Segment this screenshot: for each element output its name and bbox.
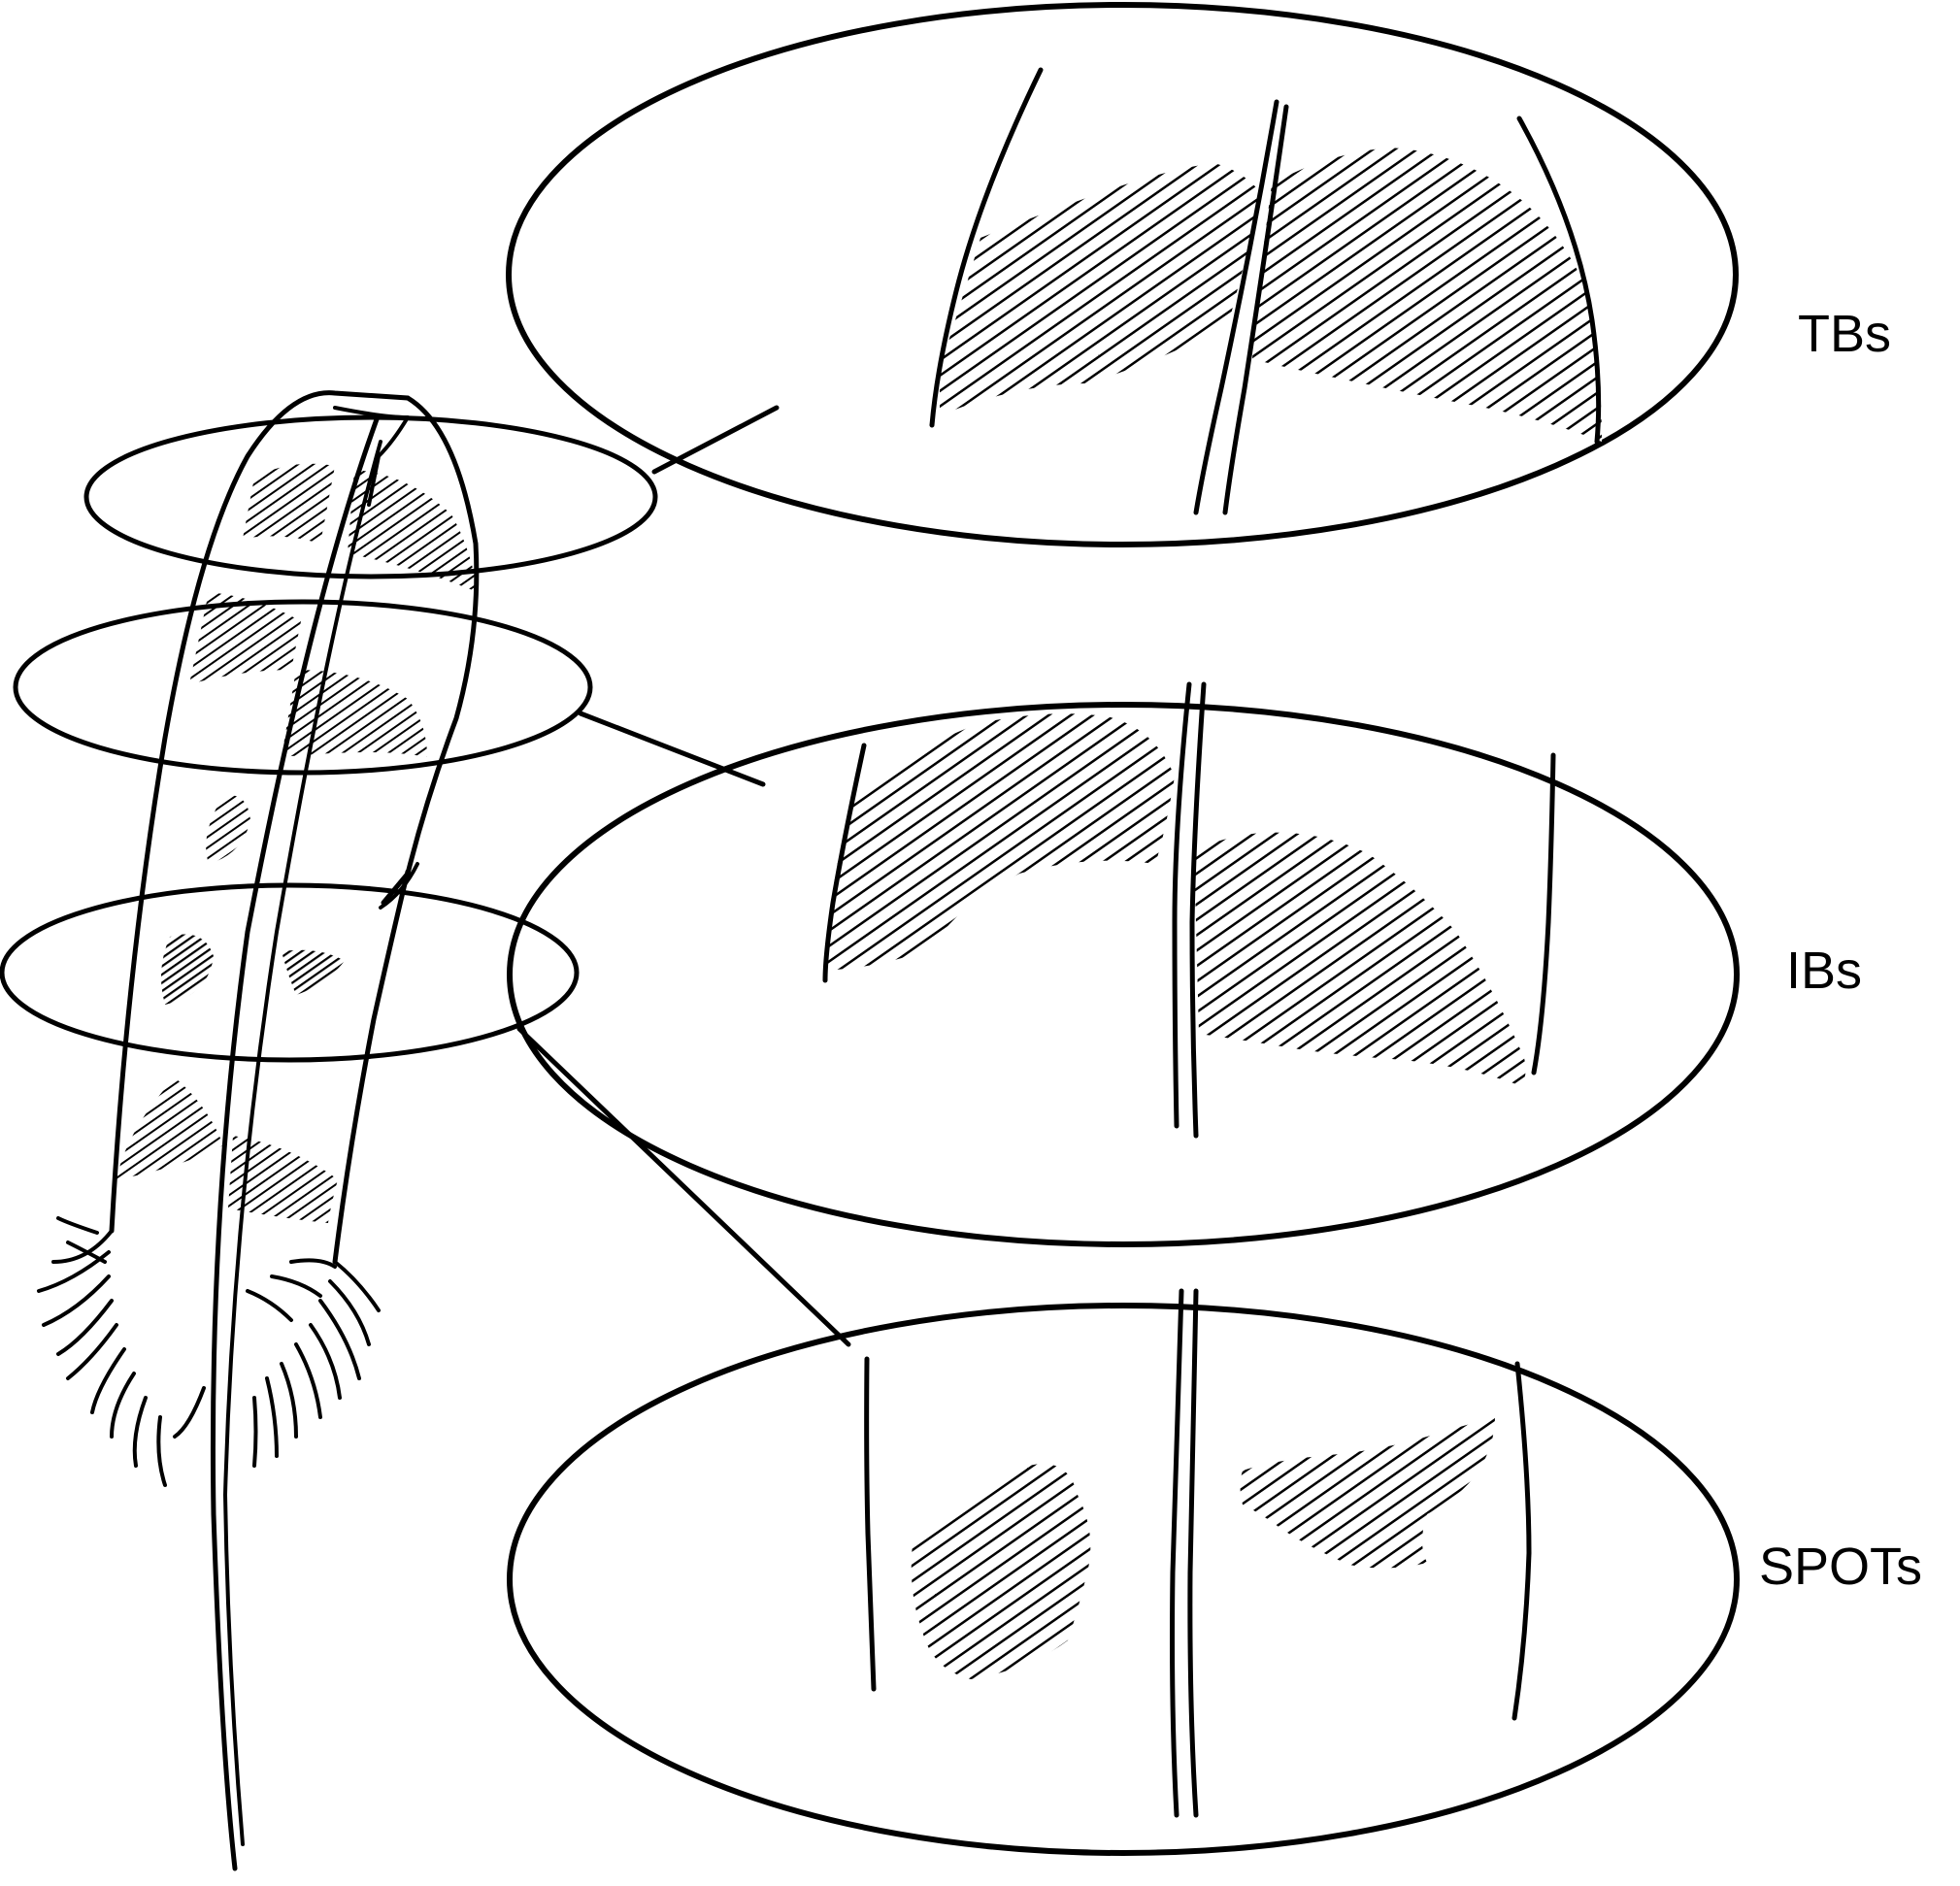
feather-spot-mid-left [206,795,250,864]
feather-outline-right [381,395,480,906]
label-spots: SPOTs [1759,1538,1922,1596]
feather-selection-ellipse-top [83,414,658,579]
magnified-view-spots: SPOTs [507,1288,1922,1856]
vane-edge-right-tbs [1516,116,1602,445]
feather-band-2-right [282,670,427,757]
feather-down-left [37,1216,206,1487]
label-ibs: IBs [1786,942,1862,1000]
vane-edge-right-ibs [1531,752,1556,1075]
feather-shaft-outer [210,416,380,1871]
spot-right-vane [1240,1417,1495,1569]
feather-band-3-right [228,1136,338,1223]
feather-spot-a [161,934,214,1005]
vane-edge-left-ibs [822,743,867,983]
shaft-ibs-inner [1189,681,1207,1139]
feather-notch [379,862,419,910]
interior-band-right-vane [1194,832,1526,1085]
feather-band-2-left [189,592,301,684]
terminal-band-right-vane [1252,148,1602,442]
feather-spot-b [282,949,345,995]
shaft-tbs-inner [1222,104,1289,515]
connector-line-bottom [516,1026,851,1347]
interior-band-left-vane [825,713,1175,971]
feather-shaft-inner [223,440,382,1846]
feather-selection-ellipse-bottom [0,882,580,1063]
magnified-ellipse-tbs [506,2,1739,547]
spot-left-vane [911,1464,1091,1679]
label-tbs: TBs [1798,305,1891,363]
magnified-view-ibs: IBs [507,681,1862,1247]
shaft-tbs-outer [1193,99,1279,515]
shaft-spots-inner [1187,1288,1199,1818]
feather-selection-ellipse-middle [13,599,593,776]
feather-bands [116,463,478,1223]
magnified-view-tbs: TBs [506,2,1891,547]
feather-down-right [246,1258,381,1468]
shaft-spots-outer [1170,1288,1184,1818]
shaft-ibs-outer [1172,681,1192,1129]
vane-edge-left-spots [864,1356,877,1692]
feather-band-1-right [348,470,478,592]
feather-outline-left [109,390,411,1234]
feather-outline-right-lower [332,869,411,1265]
magnified-ellipse-ibs [507,702,1740,1247]
feather-band-1-left [243,463,335,544]
connector-line-top [651,405,780,475]
terminal-band-left-vane [940,163,1262,415]
vane-edge-left-tbs [929,67,1044,428]
vane-edge-right-spots [1512,1361,1532,1721]
connector-line-middle [578,711,766,787]
feather-band-3-left [116,1077,223,1179]
magnified-ellipse-spots [507,1303,1740,1856]
feather [0,390,658,1871]
